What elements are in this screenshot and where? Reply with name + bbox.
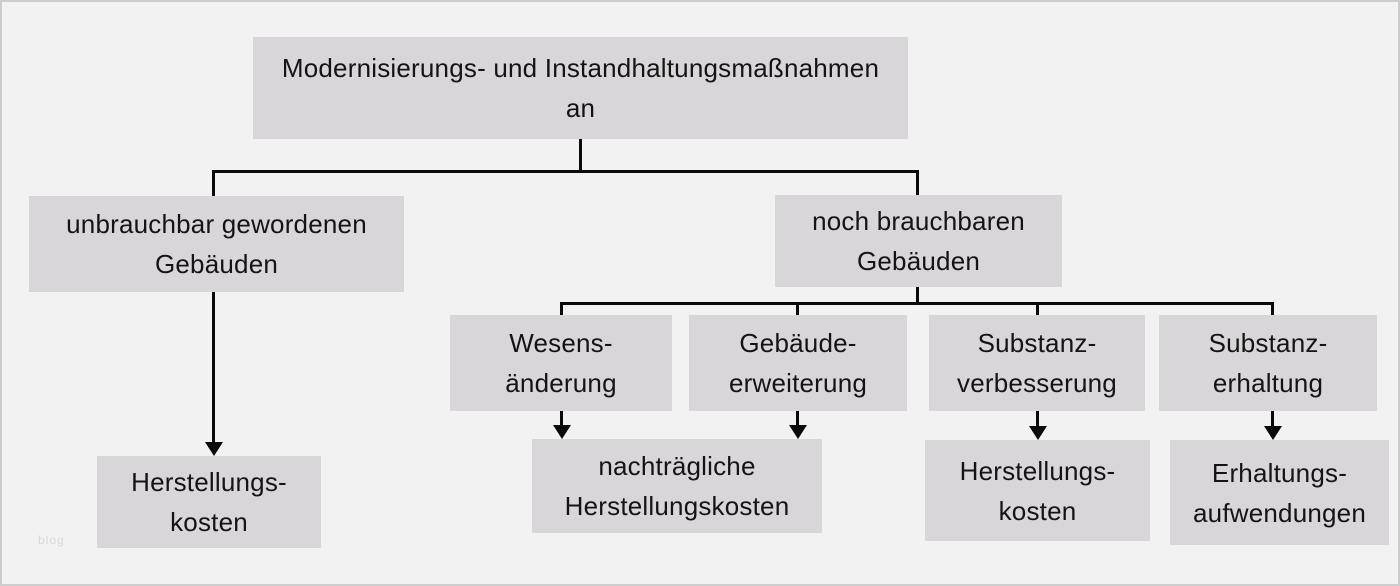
- node-wesensaenderung: Wesens- änderung: [450, 315, 672, 411]
- node-nhk-line1: nachträgliche: [598, 451, 756, 481]
- connector-level2-bus: [212, 170, 919, 173]
- connector-drop-usable: [916, 170, 919, 197]
- node-usable-buildings: noch brauchbaren Gebäuden: [775, 195, 1062, 287]
- connector-level3-bus: [560, 302, 1274, 305]
- node-root: Modernisierungs- und Instandhaltungsmaßn…: [253, 37, 908, 139]
- node-hk-left-line1: Herstellungs-: [131, 467, 287, 497]
- arrowhead-erweiterung-to-nhk: [789, 425, 807, 439]
- node-nhk-line2: Herstellungskosten: [564, 491, 790, 521]
- node-verbesserung-line1: Substanz-: [977, 328, 1097, 358]
- node-wesen-line2: änderung: [505, 368, 617, 398]
- node-wesen-line1: Wesens-: [509, 328, 613, 358]
- node-unusable-line2: Gebäuden: [154, 249, 279, 279]
- connector-erweiterung-to-nhk: [796, 411, 799, 427]
- node-unusable-line1: unbrauchbar gewordenen: [66, 209, 367, 239]
- connector-usable-stem: [916, 287, 919, 305]
- connector-wesen-to-nhk: [560, 411, 563, 427]
- connector-erhaltung-to-aufwendungen: [1271, 411, 1274, 427]
- watermark-text: blog: [38, 533, 65, 547]
- node-nachtraegliche-herstellungskosten: nachträgliche Herstellungskosten: [532, 439, 822, 533]
- node-gebaeudeerweiterung: Gebäude- erweiterung: [689, 315, 907, 411]
- node-erhaltung-line2: erhaltung: [1212, 368, 1324, 398]
- node-hk-right-line1: Herstellungs-: [959, 455, 1116, 486]
- connector-unusable-to-hk: [212, 292, 215, 443]
- connector-drop-erhaltung: [1271, 302, 1274, 316]
- node-hk-right-line2: kosten: [998, 495, 1077, 526]
- node-substanzverbesserung: Substanz- verbesserung: [929, 315, 1145, 411]
- arrowhead-wesen-to-nhk: [553, 425, 571, 439]
- node-usable-line2: Gebäuden: [856, 246, 981, 276]
- connector-root-stem: [579, 139, 582, 172]
- connector-drop-verbesserung: [1036, 302, 1039, 316]
- arrowhead-erhaltung-to-aufwendungen: [1264, 426, 1282, 440]
- node-substanzerhaltung: Substanz- erhaltung: [1159, 315, 1377, 411]
- node-aufwendungen-line2: aufwendungen: [1193, 497, 1366, 528]
- node-root-line1: Modernisierungs- und Instandhaltungsmaßn…: [281, 53, 880, 83]
- connector-drop-unusable: [212, 170, 215, 198]
- node-verbesserung-line2: verbesserung: [957, 368, 1117, 398]
- node-erweiterung-line2: erweiterung: [728, 368, 868, 398]
- connector-drop-wesen: [560, 302, 563, 316]
- node-root-line2: an: [565, 93, 596, 123]
- node-hk-left-line2: kosten: [170, 507, 248, 537]
- node-aufwendungen-line1: Erhaltungs-: [1211, 457, 1348, 488]
- node-usable-line1: noch brauchbaren: [812, 206, 1025, 236]
- node-erhaltungsaufwendungen: Erhaltungs- aufwendungen: [1170, 440, 1389, 545]
- connector-drop-erweiterung: [796, 302, 799, 316]
- arrowhead-verbesserung-to-hk: [1029, 426, 1047, 440]
- node-unusable-buildings: unbrauchbar gewordenen Gebäuden: [29, 196, 404, 292]
- node-erhaltung-line1: Substanz-: [1208, 328, 1328, 358]
- node-herstellungskosten-left: Herstellungs- kosten: [97, 456, 321, 548]
- arrowhead-unusable-to-hk: [205, 442, 223, 456]
- node-erweiterung-line1: Gebäude-: [739, 328, 857, 358]
- connector-verbesserung-to-hk: [1036, 411, 1039, 427]
- node-herstellungskosten-right: Herstellungs- kosten: [925, 440, 1150, 541]
